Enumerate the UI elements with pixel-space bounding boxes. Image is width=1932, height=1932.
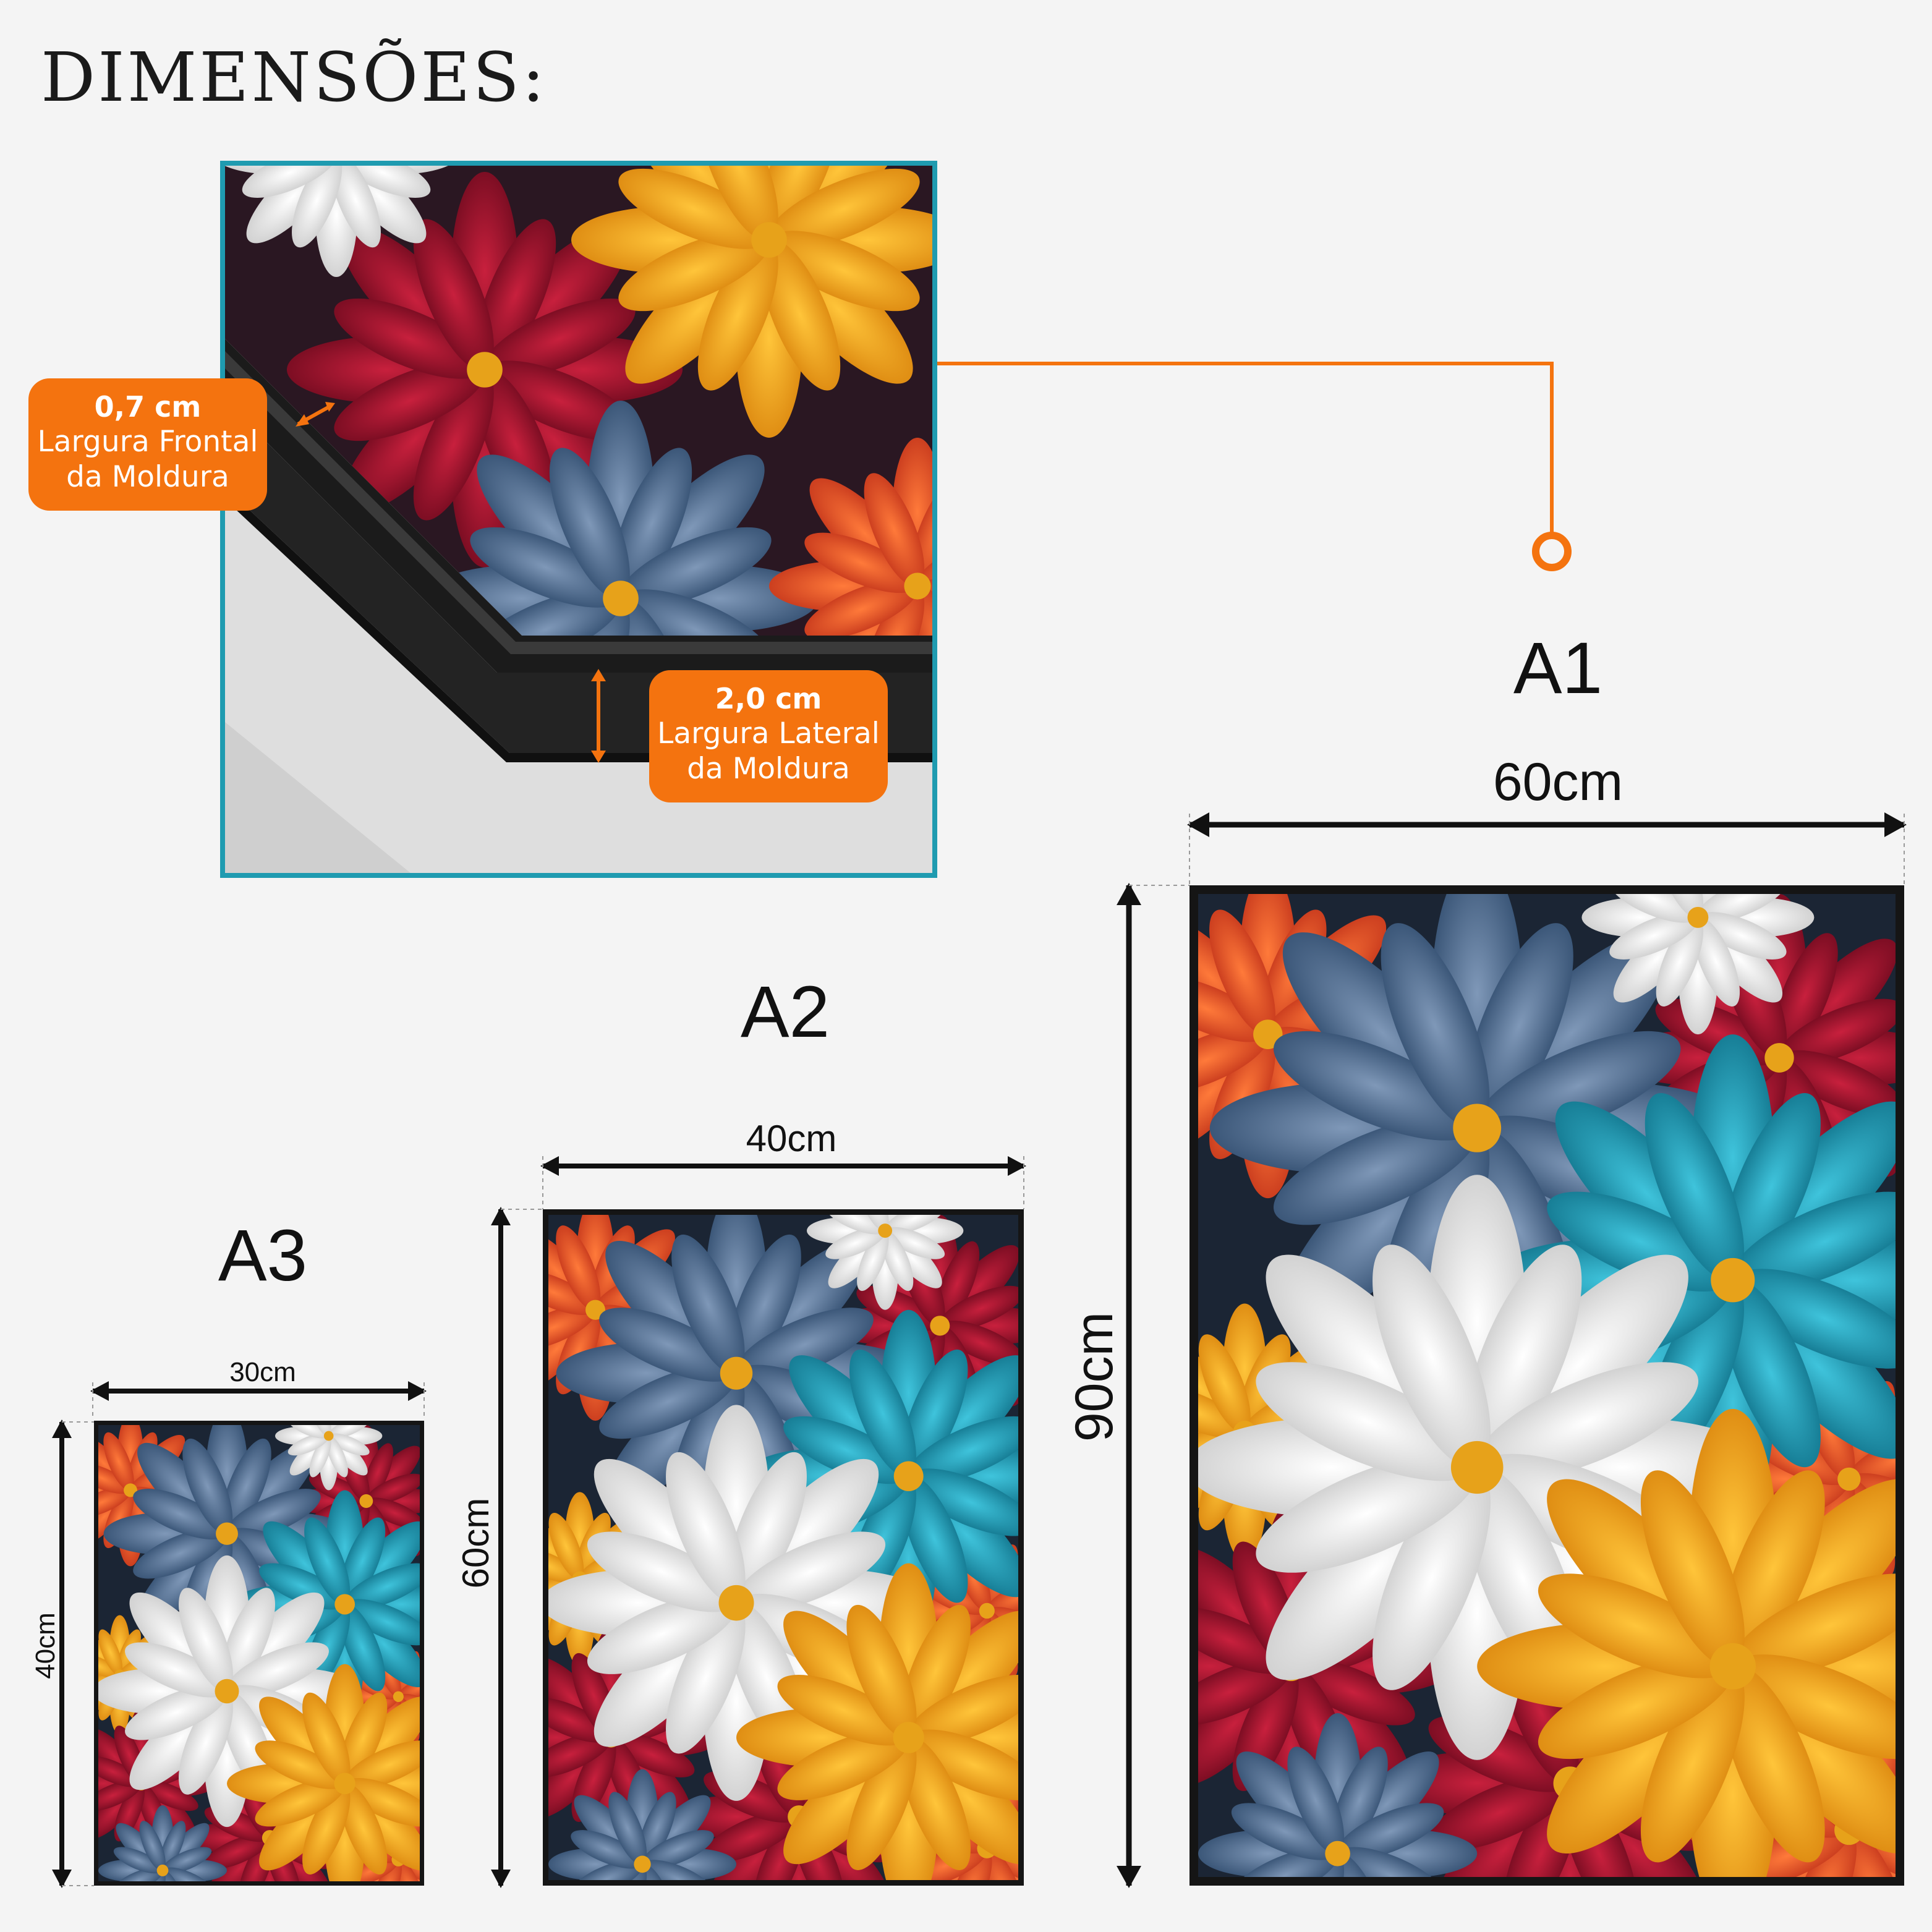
page-title: DIMENSÕES:	[41, 38, 548, 117]
a2-framed-print	[543, 1209, 1024, 1886]
a1-height-label: 90cm	[1065, 1311, 1124, 1442]
side-width-arrowhead-bottom	[591, 751, 606, 763]
a1-framed-print	[1189, 885, 1904, 1886]
a2-width-label: 40cm	[746, 1118, 837, 1159]
a1-width-label: 60cm	[1492, 752, 1623, 812]
a2-artwork	[548, 1215, 1018, 1880]
front-width-badge: 0,7 cm Largura Frontal da Moldura	[28, 378, 267, 511]
a3-artwork	[98, 1425, 420, 1881]
connector-endpoint	[1532, 532, 1572, 571]
a2-size-name: A2	[740, 971, 830, 1053]
a2-height-label: 60cm	[455, 1497, 496, 1589]
a3-dimension-lines	[52, 1381, 427, 1888]
a2-dimension-lines	[491, 1156, 1026, 1888]
side-width-label-line2: da Moldura	[687, 752, 850, 786]
a3-width-label: 30cm	[229, 1357, 296, 1387]
a3-height-label: 40cm	[30, 1612, 61, 1679]
front-width-label-line1: Largura Frontal	[37, 425, 258, 459]
a1-dimension-lines	[1117, 812, 1907, 1888]
side-width-value: 2,0 cm	[715, 682, 822, 715]
a3-size-name: A3	[218, 1215, 308, 1296]
side-width-badge: 2,0 cm Largura Lateral da Moldura	[649, 670, 888, 802]
side-width-arrowhead-top	[591, 669, 606, 681]
side-width-label-line1: Largura Lateral	[657, 717, 880, 751]
front-width-value: 0,7 cm	[94, 390, 202, 423]
front-width-label-line2: da Moldura	[66, 460, 229, 495]
front-width-arrowhead-left	[296, 414, 309, 427]
a1-size-name: A1	[1513, 628, 1603, 709]
front-width-arrowhead-right	[325, 402, 335, 412]
a3-framed-print	[94, 1421, 424, 1886]
connector-line	[937, 362, 1554, 538]
a1-artwork	[1198, 894, 1896, 1877]
